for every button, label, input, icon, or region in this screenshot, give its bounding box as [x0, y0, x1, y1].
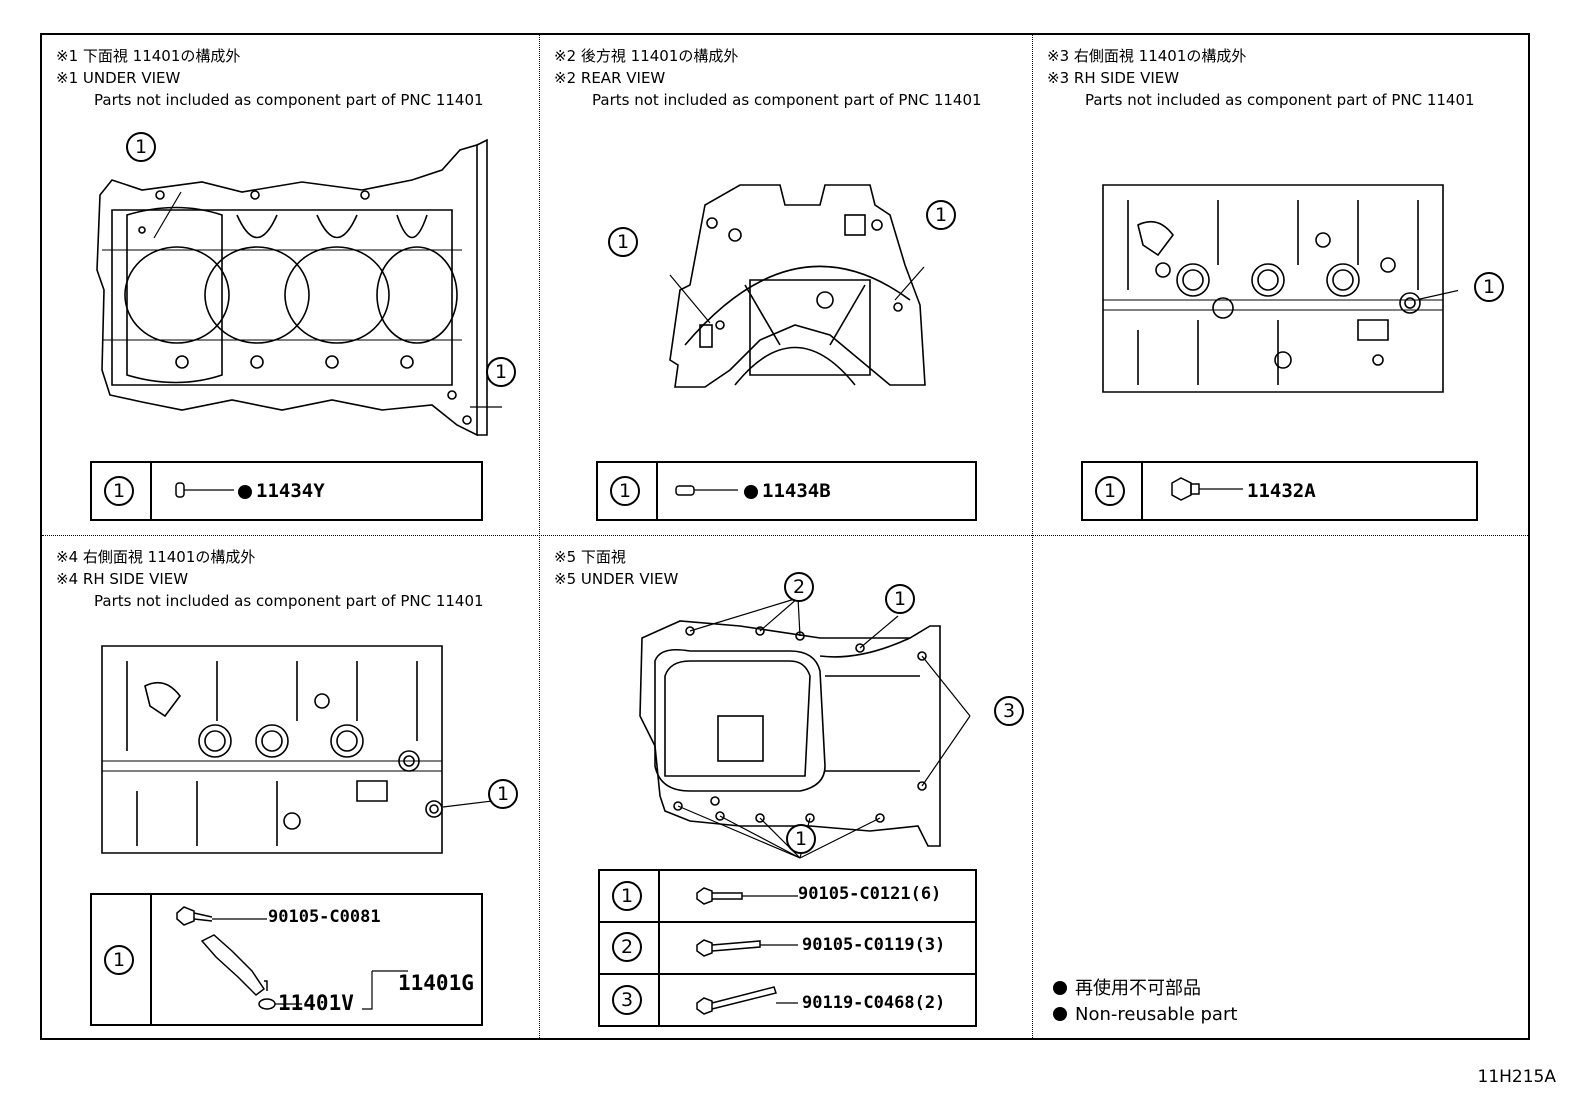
panel-header: ※2 後方視 11401の構成外 ※2 REAR VIEW Parts not … — [554, 45, 982, 111]
engine-block-rh-side-drawing — [101, 645, 517, 854]
view-mark: ※4 — [56, 570, 79, 588]
part-number[interactable]: 90105-C0121(6) — [798, 884, 942, 904]
row-callout: 1 — [612, 881, 642, 911]
callout-1: 1 — [486, 357, 516, 387]
column-divider — [539, 35, 540, 1038]
legend: 再使用不可部品 Non-reusable part — [1053, 976, 1237, 1028]
table-row-divider — [600, 921, 975, 923]
title-jp: 下面視 11401の構成外 — [82, 47, 241, 65]
non-reusable-dot-icon — [744, 485, 758, 499]
title-jp: 右側面視 11401の構成外 — [1073, 47, 1247, 65]
view-mark: ※1 — [56, 47, 79, 65]
legend-line-jp: 再使用不可部品 — [1053, 976, 1237, 1002]
title-jp: 右側面視 11401の構成外 — [82, 548, 256, 566]
title-jp: 後方視 11401の構成外 — [580, 47, 739, 65]
callout-1: 1 — [488, 779, 518, 809]
panel-rh-side-view-3: ※3 右側面視 11401の構成外 ※3 RH SIDE VIEW Parts … — [1033, 35, 1530, 535]
panel-header: ※4 右側面視 11401の構成外 ※4 RH SIDE VIEW Parts … — [56, 546, 484, 612]
parts-table: 1 90105-C0081 11401V 11401G — [90, 893, 483, 1026]
non-reusable-dot-icon — [238, 485, 252, 499]
callout-column — [600, 871, 660, 1025]
parts-table: 1 11432A — [1081, 461, 1478, 521]
bolt-icon — [696, 887, 798, 905]
title-en: REAR VIEW — [580, 69, 666, 87]
panel-note: Parts not included as component part of … — [1085, 91, 1475, 109]
view-mark: ※5 — [554, 548, 577, 566]
row-divider — [42, 535, 1528, 536]
view-mark: ※3 — [1047, 69, 1070, 87]
row-callout: 2 — [612, 932, 642, 962]
title-en: RH SIDE VIEW — [82, 570, 189, 588]
panel-header: ※1 下面視 11401の構成外 ※1 UNDER VIEW Parts not… — [56, 45, 484, 111]
part-number[interactable]: 90105-C0081 — [268, 907, 381, 927]
part-number[interactable]: 90105-C0119(3) — [802, 935, 946, 955]
part-number[interactable]: 11401V — [278, 991, 354, 1015]
parts-table: 1 11434Y — [90, 461, 483, 521]
title-en: UNDER VIEW — [82, 69, 181, 87]
parts-table: 1 11434B — [596, 461, 977, 521]
engine-block-under-view-drawing — [96, 138, 502, 437]
plug-icon — [175, 482, 234, 498]
legend-line-en: Non-reusable part — [1053, 1002, 1237, 1028]
table-row-divider — [600, 973, 975, 975]
view-mark: ※5 — [554, 570, 577, 588]
parts-table: 1 90105-C0121(6) 2 90105-C0119(3) 3 9011… — [598, 869, 977, 1027]
engine-block-rh-side-drawing — [1102, 184, 1458, 393]
panel-note: Parts not included as component part of … — [592, 91, 982, 109]
panel-under-view-5: ※5 下面視 ※5 UNDER VIEW — [540, 536, 1032, 1040]
callout-1: 1 — [885, 584, 915, 614]
callout-2: 2 — [784, 572, 814, 602]
diagram-frame: ※1 下面視 11401の構成外 ※1 UNDER VIEW Parts not… — [40, 33, 1530, 1040]
callout-1: 1 — [926, 200, 956, 230]
callout-3: 3 — [994, 696, 1024, 726]
panel-header: ※5 下面視 ※5 UNDER VIEW — [554, 546, 678, 590]
non-reusable-dot-icon — [1053, 1007, 1067, 1021]
panel-rh-side-view-4: ※4 右側面視 11401の構成外 ※4 RH SIDE VIEW Parts … — [42, 536, 539, 1040]
panel-header: ※3 右側面視 11401の構成外 ※3 RH SIDE VIEW Parts … — [1047, 45, 1475, 111]
view-mark: ※3 — [1047, 47, 1070, 65]
row-callout: 3 — [612, 985, 642, 1015]
panel-note: Parts not included as component part of … — [94, 592, 484, 610]
callout-cell: 1 — [92, 895, 152, 1024]
plug-icon — [675, 485, 738, 496]
view-mark: ※2 — [554, 47, 577, 65]
panel-note: Parts not included as component part of … — [94, 91, 484, 109]
panel-rear-view-2: ※2 後方視 11401の構成外 ※2 REAR VIEW Parts not … — [540, 35, 1032, 535]
part-number[interactable]: 11432A — [1247, 480, 1316, 502]
non-reusable-dot-icon — [1053, 981, 1067, 995]
callout-1: 1 — [786, 824, 816, 854]
part-number[interactable]: 11434Y — [256, 480, 325, 502]
part-number[interactable]: 11434B — [762, 480, 831, 502]
part-number[interactable]: 90119-C0468(2) — [802, 993, 946, 1013]
title-jp: 下面視 — [580, 548, 626, 566]
bolt-icon — [696, 939, 798, 957]
callout-cell: 1 — [92, 463, 152, 519]
hex-plug-icon — [1171, 477, 1243, 501]
callout-cell: 1 — [598, 463, 658, 519]
callout-1: 1 — [126, 132, 156, 162]
title-en: UNDER VIEW — [580, 570, 679, 588]
title-en: RH SIDE VIEW — [1073, 69, 1180, 87]
view-mark: ※2 — [554, 69, 577, 87]
callout-1: 1 — [1474, 272, 1504, 302]
bolt-and-sensor-icon — [176, 906, 408, 1010]
oil-pan-under-view-drawing — [639, 597, 971, 859]
panel-legend: 再使用不可部品 Non-reusable part — [1033, 536, 1530, 1040]
part-number[interactable]: 11401G — [398, 971, 474, 995]
bolt-icon — [696, 986, 798, 1015]
callout-cell: 1 — [1083, 463, 1143, 519]
illustration-code: 11H215A — [1477, 1067, 1557, 1087]
engine-block-rear-view-drawing — [669, 184, 926, 388]
callout-1: 1 — [608, 227, 638, 257]
view-mark: ※4 — [56, 548, 79, 566]
column-divider — [1032, 35, 1033, 1038]
panel-under-view-1: ※1 下面視 11401の構成外 ※1 UNDER VIEW Parts not… — [42, 35, 539, 535]
view-mark: ※1 — [56, 69, 79, 87]
